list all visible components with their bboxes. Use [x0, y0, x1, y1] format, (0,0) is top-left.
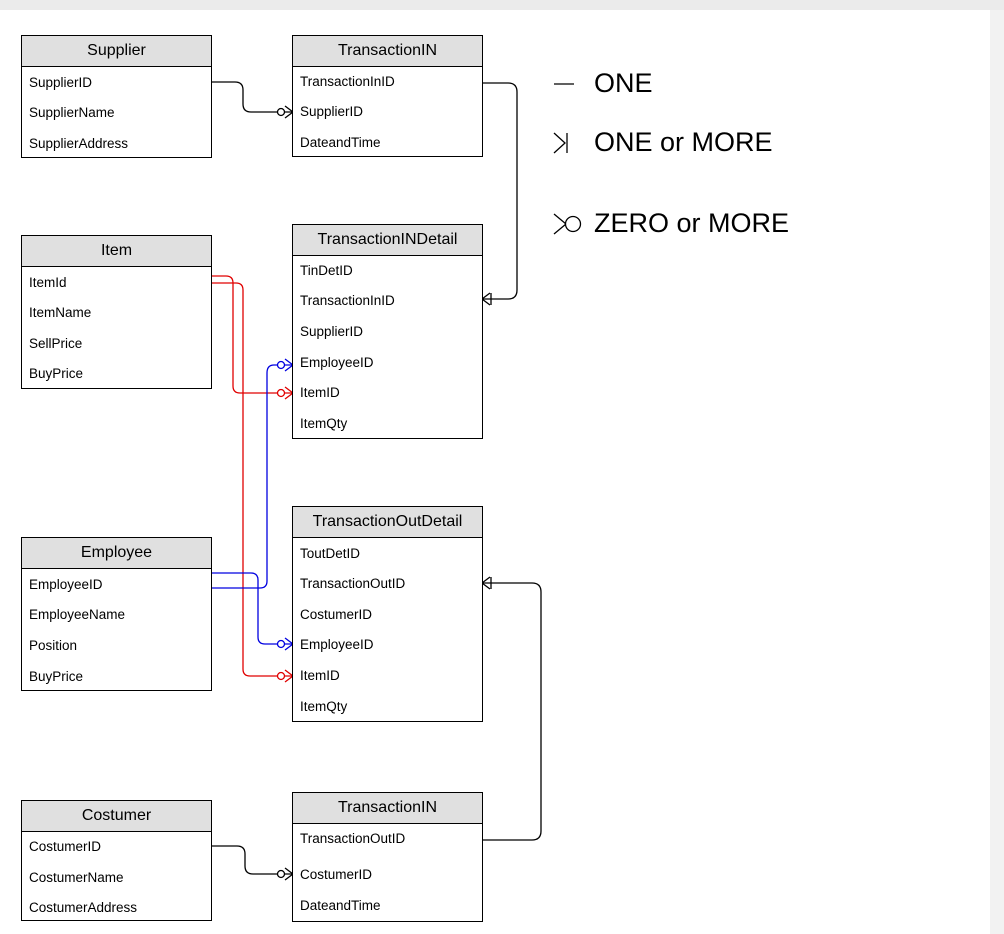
field-supplier-id: SupplierID [29, 75, 93, 90]
field-date-and-time: DateandTime [300, 898, 381, 913]
field-buy-price: BuyPrice [29, 366, 84, 381]
entity-item[interactable]: Item ItemId ItemName SellPrice BuyPrice [21, 235, 212, 389]
field-item-id: ItemID [300, 385, 340, 400]
rel-item-toutdetail [211, 282, 295, 683]
rel-employee-toutdetail [211, 572, 295, 651]
field-costumer-address: CostumerAddress [29, 900, 138, 915]
legend-one-or-more-icon [553, 132, 568, 154]
entity-title: Costumer [22, 801, 211, 832]
field-transaction-out-id: TransactionOutID [300, 576, 406, 591]
field-position: Position [29, 638, 78, 653]
field-employee-name: EmployeeName [29, 607, 126, 622]
field-buy-price: BuyPrice [29, 669, 84, 684]
entity-supplier[interactable]: Supplier SupplierID SupplierName Supplie… [21, 35, 212, 158]
entity-title: Item [22, 236, 211, 267]
entity-costumer[interactable]: Costumer CostumerID CostumerName Costume… [21, 800, 212, 921]
entity-employee[interactable]: Employee EmployeeID EmployeeName Positio… [21, 537, 212, 691]
rel-supplier-transactionin [211, 81, 295, 119]
field-item-qty: ItemQty [300, 416, 348, 431]
field-item-qty: ItemQty [300, 699, 348, 714]
legend-one-or-more-label: ONE or MORE [594, 127, 773, 157]
field-costumer-name: CostumerName [29, 870, 124, 885]
field-transaction-in-id: TransactionInID [300, 293, 395, 308]
entity-title: TransactionIN [293, 36, 482, 67]
field-transaction-out-id: TransactionOutID [300, 831, 406, 846]
field-supplier-address: SupplierAddress [29, 136, 129, 151]
rel-transactionout-toutdetail [480, 576, 542, 841]
rel-transactionin-tindetail [480, 82, 518, 306]
entity-title: Supplier [22, 36, 211, 67]
canvas-right-margin [990, 10, 1004, 934]
entity-transaction-in[interactable]: TransactionIN TransactionInID SupplierID… [292, 35, 483, 157]
entity-title: TransactionINDetail [293, 225, 482, 256]
field-item-name: ItemName [29, 305, 92, 320]
field-item-id: ItemID [300, 668, 340, 683]
field-costumer-id: CostumerID [300, 867, 373, 882]
entity-transaction-in-detail[interactable]: TransactionINDetail TinDetID Transaction… [292, 224, 483, 439]
legend-zero-or-more-label: ZERO or MORE [594, 208, 790, 238]
field-tout-det-id: ToutDetID [300, 546, 361, 561]
legend-one-label: ONE [594, 68, 653, 98]
diagram-canvas [0, 10, 990, 934]
field-employee-id: EmployeeID [29, 577, 103, 592]
legend-zero-or-more-icon [553, 213, 582, 235]
field-supplier-id: SupplierID [300, 324, 364, 339]
field-transaction-in-id: TransactionInID [300, 74, 395, 89]
field-supplier-name: SupplierName [29, 105, 115, 120]
entity-title: TransactionIN [293, 793, 482, 824]
field-item-id: ItemId [29, 275, 67, 290]
field-tin-det-id: TinDetID [300, 263, 353, 278]
field-employee-id: EmployeeID [300, 355, 374, 370]
field-supplier-id: SupplierID [300, 104, 364, 119]
entity-transaction-out[interactable]: TransactionIN TransactionOutID CostumerI… [292, 792, 483, 922]
field-date-and-time: DateandTime [300, 135, 381, 150]
entity-transaction-out-detail[interactable]: TransactionOutDetail ToutDetID Transacti… [292, 506, 483, 722]
field-costumer-id: CostumerID [29, 839, 102, 854]
entity-title: Employee [22, 538, 211, 569]
field-costumer-id: CostumerID [300, 607, 373, 622]
rel-costumer-transactionout [211, 845, 295, 881]
field-employee-id: EmployeeID [300, 637, 374, 652]
entity-title: TransactionOutDetail [293, 507, 482, 538]
rel-item-tindetail [211, 275, 295, 400]
field-sell-price: SellPrice [29, 336, 83, 351]
